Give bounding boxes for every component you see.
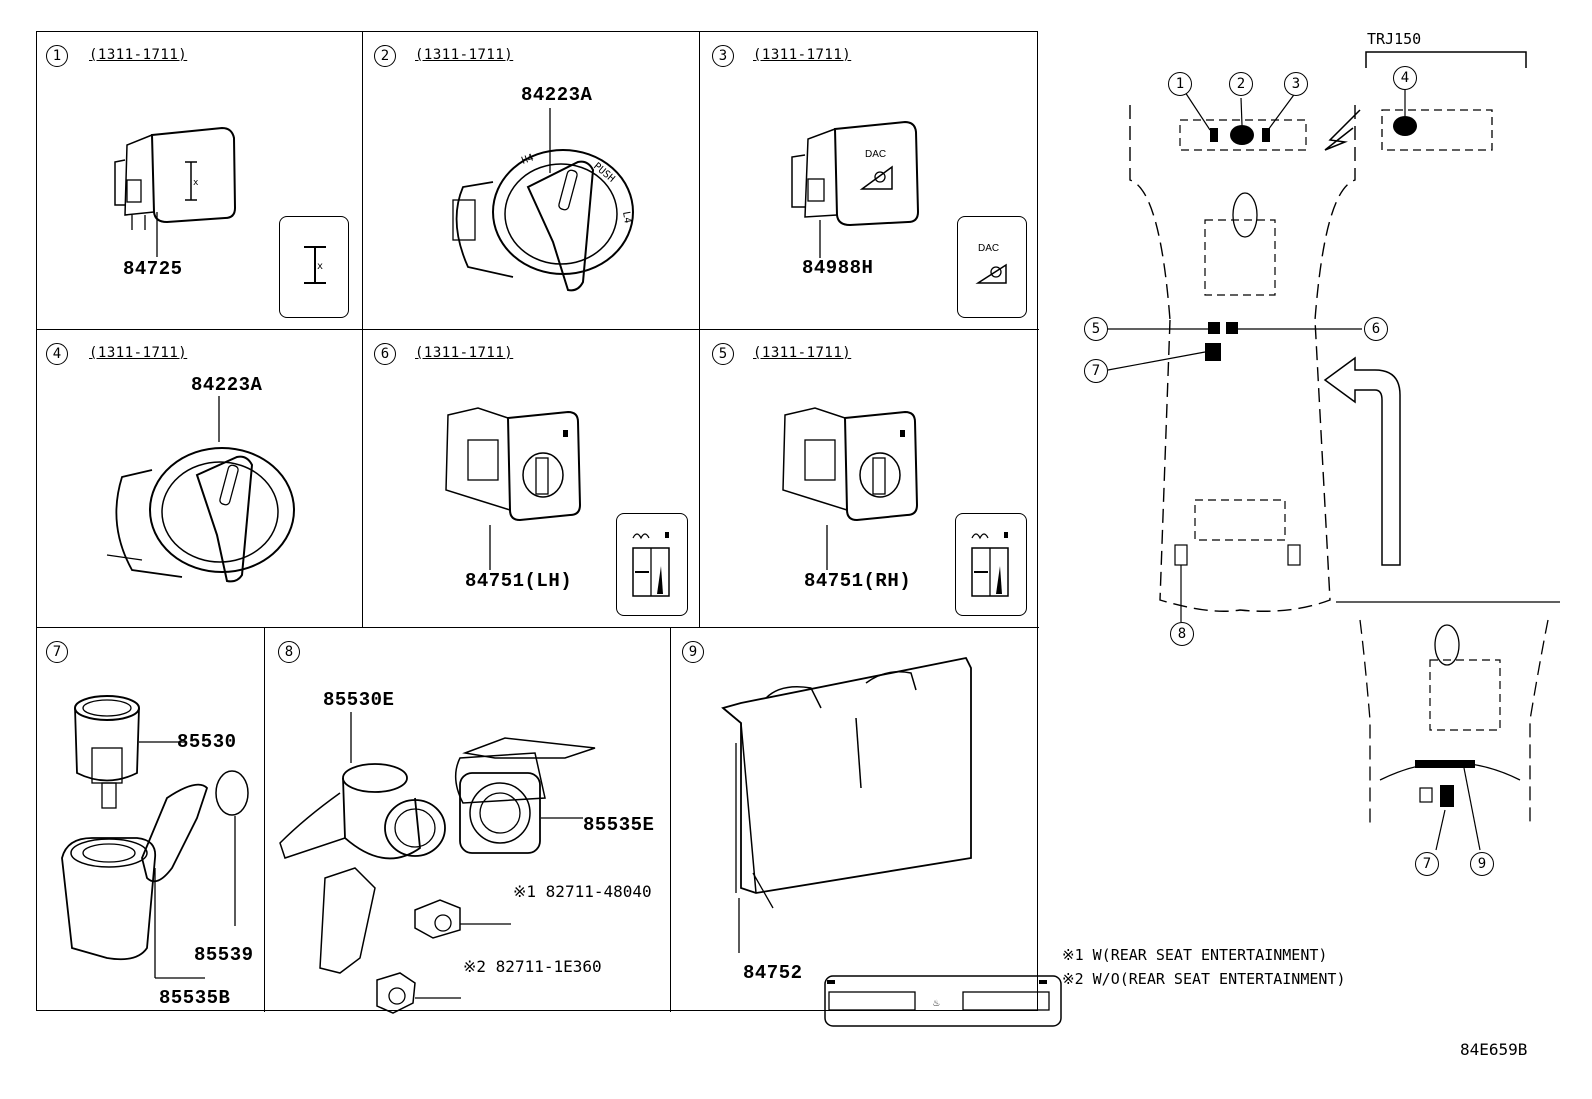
part-number: 84751(LH)	[465, 570, 573, 592]
production-date: (1311-1711)	[89, 345, 188, 361]
callout-4: 4	[1393, 66, 1417, 90]
knob-label-h4: H4	[520, 152, 535, 166]
seat-heater-switch-drawing	[445, 407, 582, 522]
callout-9-inset: 9	[1470, 852, 1494, 876]
production-date: (1311-1711)	[753, 47, 852, 63]
panel-8: 8 85530E 85535E ※1 82711-48040 ※2 82711-…	[265, 628, 671, 1014]
panel-number: 2	[374, 45, 396, 67]
knob-label-l4: L4	[620, 211, 633, 225]
panel-number: 6	[374, 343, 396, 365]
seat-heater-switch-drawing	[782, 407, 919, 522]
part-number: 84988H	[802, 257, 874, 279]
seat-heater-icon	[971, 532, 1009, 597]
callout-3: 3	[1284, 72, 1308, 96]
panel-number: 5	[712, 343, 734, 365]
leader-line	[156, 212, 158, 257]
panel-6: 6 (1311-1711) 84751(LH)	[363, 330, 700, 628]
callout-2: 2	[1229, 72, 1253, 96]
4wd-icon-box: x	[279, 216, 349, 318]
4wd-icon: x	[304, 246, 326, 284]
part-number: 84725	[123, 258, 183, 280]
note-2: ※2 W/O(REAR SEAT ENTERTAINMENT)	[1062, 970, 1346, 988]
part-number-82711-1e360: ※2 82711-1E360	[463, 957, 602, 976]
note-1: ※1 W(REAR SEAT ENTERTAINMENT)	[1062, 946, 1328, 964]
panel-5: 5 (1311-1711) 84751(RH)	[700, 330, 1039, 628]
part-number-82711-48040: ※1 82711-48040	[513, 882, 652, 901]
part-number-85539: 85539	[194, 944, 254, 966]
rear-control-panel-icon	[824, 975, 1062, 1027]
panel-number: 9	[682, 641, 704, 663]
production-date: (1311-1711)	[415, 47, 514, 63]
callout-6: 6	[1364, 317, 1388, 341]
callout-5: 5	[1084, 317, 1108, 341]
control-module-drawing	[721, 656, 972, 953]
part-number: 84223A	[521, 84, 593, 106]
production-date: (1311-1711)	[89, 47, 188, 63]
seat-heater-icon	[632, 532, 670, 597]
part-number-85535b: 85535B	[159, 987, 231, 1009]
dac-icon-box: DAC	[957, 216, 1027, 318]
seat-heater-icon-box	[955, 513, 1027, 616]
leader-line	[549, 108, 551, 173]
dac-label: DAC	[865, 149, 886, 160]
seat-heater-icon-box	[616, 513, 688, 616]
drive-mode-knob-drawing	[106, 447, 295, 583]
panel-9: 9 84752 ♨	[671, 628, 1062, 1027]
panel-number: 4	[46, 343, 68, 365]
diagram-code: 84E659B	[1460, 1040, 1528, 1059]
4wd-switch-drawing: x	[114, 126, 237, 230]
part-number-85530: 85530	[177, 731, 237, 753]
svg-text:♨: ♨	[933, 996, 940, 1009]
outlet-assembly-drawing	[279, 712, 596, 1014]
dac-switch-drawing: DAC	[791, 120, 920, 227]
panel-7: 7 85530 85539 85535B	[37, 628, 265, 1012]
callout-1: 1	[1168, 72, 1192, 96]
callout-7-inset: 7	[1415, 852, 1439, 876]
rear-control-panel-detail: ♨	[827, 980, 1050, 1011]
leader-line	[826, 525, 828, 570]
callout-8: 8	[1170, 622, 1194, 646]
panel-3: 3 (1311-1711) DAC 84988H DAC	[700, 32, 1039, 330]
leader-line	[489, 525, 491, 570]
vehicle-locator-diagram	[1107, 51, 1560, 851]
parts-grid: 1 (1311-1711) x 84725 x 2 (1311-17	[36, 31, 1062, 1027]
dac-icon-text: DAC	[978, 243, 1000, 254]
svg-text:x: x	[193, 178, 199, 188]
panel-4: 4 (1311-1711) 84223A	[37, 330, 363, 628]
production-date: (1311-1711)	[415, 345, 514, 361]
callout-7: 7	[1084, 359, 1108, 383]
leader-line	[819, 220, 821, 258]
panel-number: 8	[278, 641, 300, 663]
part-number: 84223A	[191, 374, 263, 396]
part-number: 84752	[743, 962, 803, 984]
drive-mode-knob-drawing: H4 PUSH L4	[452, 149, 634, 292]
dac-icon	[975, 263, 1007, 284]
model-label: TRJ150	[1367, 30, 1422, 48]
panel-number: 3	[712, 45, 734, 67]
panel-number: 1	[46, 45, 68, 67]
panel-1: 1 (1311-1711) x 84725 x	[37, 32, 363, 330]
svg-text:x: x	[317, 261, 323, 272]
panel-2: 2 (1311-1711) 84223A H4 PUSH L4	[363, 32, 700, 330]
part-number-85535e: 85535E	[583, 814, 655, 836]
panel-number: 7	[46, 641, 68, 663]
part-number: 84751(RH)	[804, 570, 912, 592]
power-outlet-drawing	[61, 695, 249, 979]
leader-line	[218, 396, 220, 442]
part-number-85530e: 85530E	[323, 689, 395, 711]
production-date: (1311-1711)	[753, 345, 852, 361]
